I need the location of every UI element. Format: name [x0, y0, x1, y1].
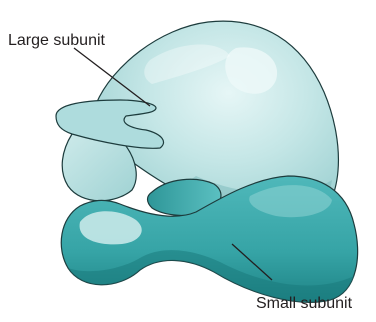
- small-subunit-label: Small subunit: [256, 295, 353, 312]
- large-subunit-label: Large subunit: [8, 32, 106, 49]
